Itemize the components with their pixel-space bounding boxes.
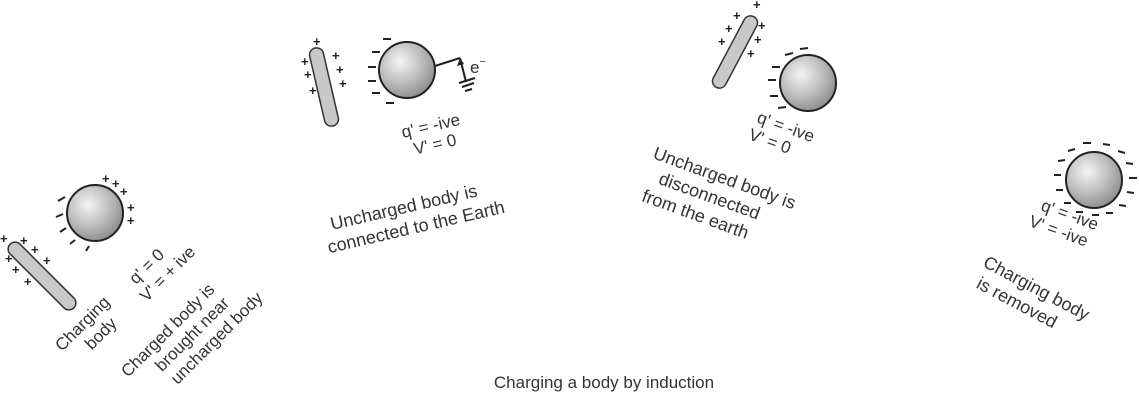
stage-1: + + + + + + + + + + + + Charging <box>0 171 267 388</box>
rod-plus-charges: + + + + + + + <box>0 231 51 289</box>
svg-text:+: + <box>718 34 726 49</box>
svg-text:+: + <box>725 21 733 36</box>
stage-4-description: Charging body is removed <box>970 252 1098 346</box>
charge-potential-label: q' = -ive V' = 0 <box>400 109 471 160</box>
svg-text:+: + <box>733 8 741 23</box>
stage-2: + + + + + + + e− <box>301 34 507 257</box>
svg-text:+: + <box>12 262 20 277</box>
sphere-minus-charges <box>55 196 90 252</box>
figure-caption: Charging a body by induction <box>494 373 714 392</box>
sphere-minus-charges <box>368 38 394 104</box>
svg-text:+: + <box>754 32 762 47</box>
sphere-minus-charges <box>768 47 809 109</box>
rod-plus-charges: + + + + + + + <box>301 34 347 98</box>
svg-text:+: + <box>43 253 51 268</box>
svg-text:+: + <box>747 46 755 61</box>
charging-rod <box>7 241 77 311</box>
svg-text:+: + <box>31 242 39 257</box>
conductor-sphere <box>66 184 124 242</box>
stage-3: + + + + + + + q' = -ive V' = 0 Uncharged… <box>636 0 837 256</box>
charging-rod <box>308 47 340 127</box>
rod-plus-charges: + + + + + + + <box>718 0 766 61</box>
svg-text:+: + <box>0 231 8 246</box>
svg-text:+: + <box>102 171 110 186</box>
svg-text:+: + <box>336 62 344 77</box>
svg-text:+: + <box>24 274 32 289</box>
conductor-sphere <box>378 41 436 99</box>
svg-text:+: + <box>301 54 309 69</box>
stage-4: q' = -ive V' = -ive Charging body is rem… <box>970 142 1137 346</box>
svg-text:+: + <box>339 76 347 91</box>
conductor-sphere <box>1065 151 1123 209</box>
svg-text:+: + <box>304 67 312 82</box>
charge-potential-label: q' = -ive V' = 0 <box>746 107 821 165</box>
svg-text:+: + <box>127 200 135 215</box>
stage-2-description: Uncharged body is connected to the Earth <box>321 175 507 257</box>
charge-potential-label: q' = 0 V' = + ive <box>122 228 199 305</box>
svg-text:+: + <box>120 184 128 199</box>
svg-text:+: + <box>332 48 340 63</box>
electron-label: e− <box>470 56 486 77</box>
svg-text:+: + <box>112 176 120 191</box>
svg-text:+: + <box>758 18 766 33</box>
svg-text:+: + <box>309 83 317 98</box>
svg-text:+: + <box>20 233 28 248</box>
svg-text:+: + <box>313 34 321 49</box>
svg-text:+: + <box>753 0 761 12</box>
sphere-plus-charges: + + + + + <box>102 171 135 228</box>
charging-rod <box>711 15 759 89</box>
stage-3-description: Uncharged body is disconnected from the … <box>636 143 804 256</box>
earth-connection <box>434 57 476 92</box>
svg-text:+: + <box>127 213 135 228</box>
sphere-minus-charges <box>1054 142 1137 216</box>
electron-flow-arrow <box>457 58 467 82</box>
conductor-sphere <box>779 54 837 112</box>
svg-text:+: + <box>5 251 13 266</box>
